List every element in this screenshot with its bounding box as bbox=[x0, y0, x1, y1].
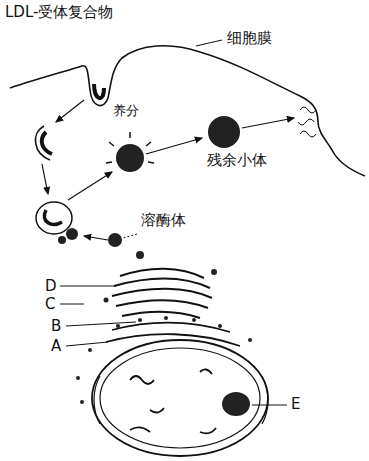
callout-letter: D bbox=[44, 278, 58, 295]
membrane-label: 细胞膜 bbox=[226, 30, 273, 47]
callout-letter: E bbox=[290, 396, 301, 413]
callout-letter: A bbox=[50, 338, 62, 355]
callout-letter: B bbox=[50, 318, 62, 335]
callout-letter: C bbox=[44, 296, 56, 313]
lysosome-label: 溶酶体 bbox=[140, 212, 187, 229]
complex-label: LDL-受体复合物 bbox=[4, 4, 114, 21]
nutrient-label: 养分 bbox=[112, 104, 140, 118]
residual-body-label: 残余小体 bbox=[206, 152, 268, 169]
